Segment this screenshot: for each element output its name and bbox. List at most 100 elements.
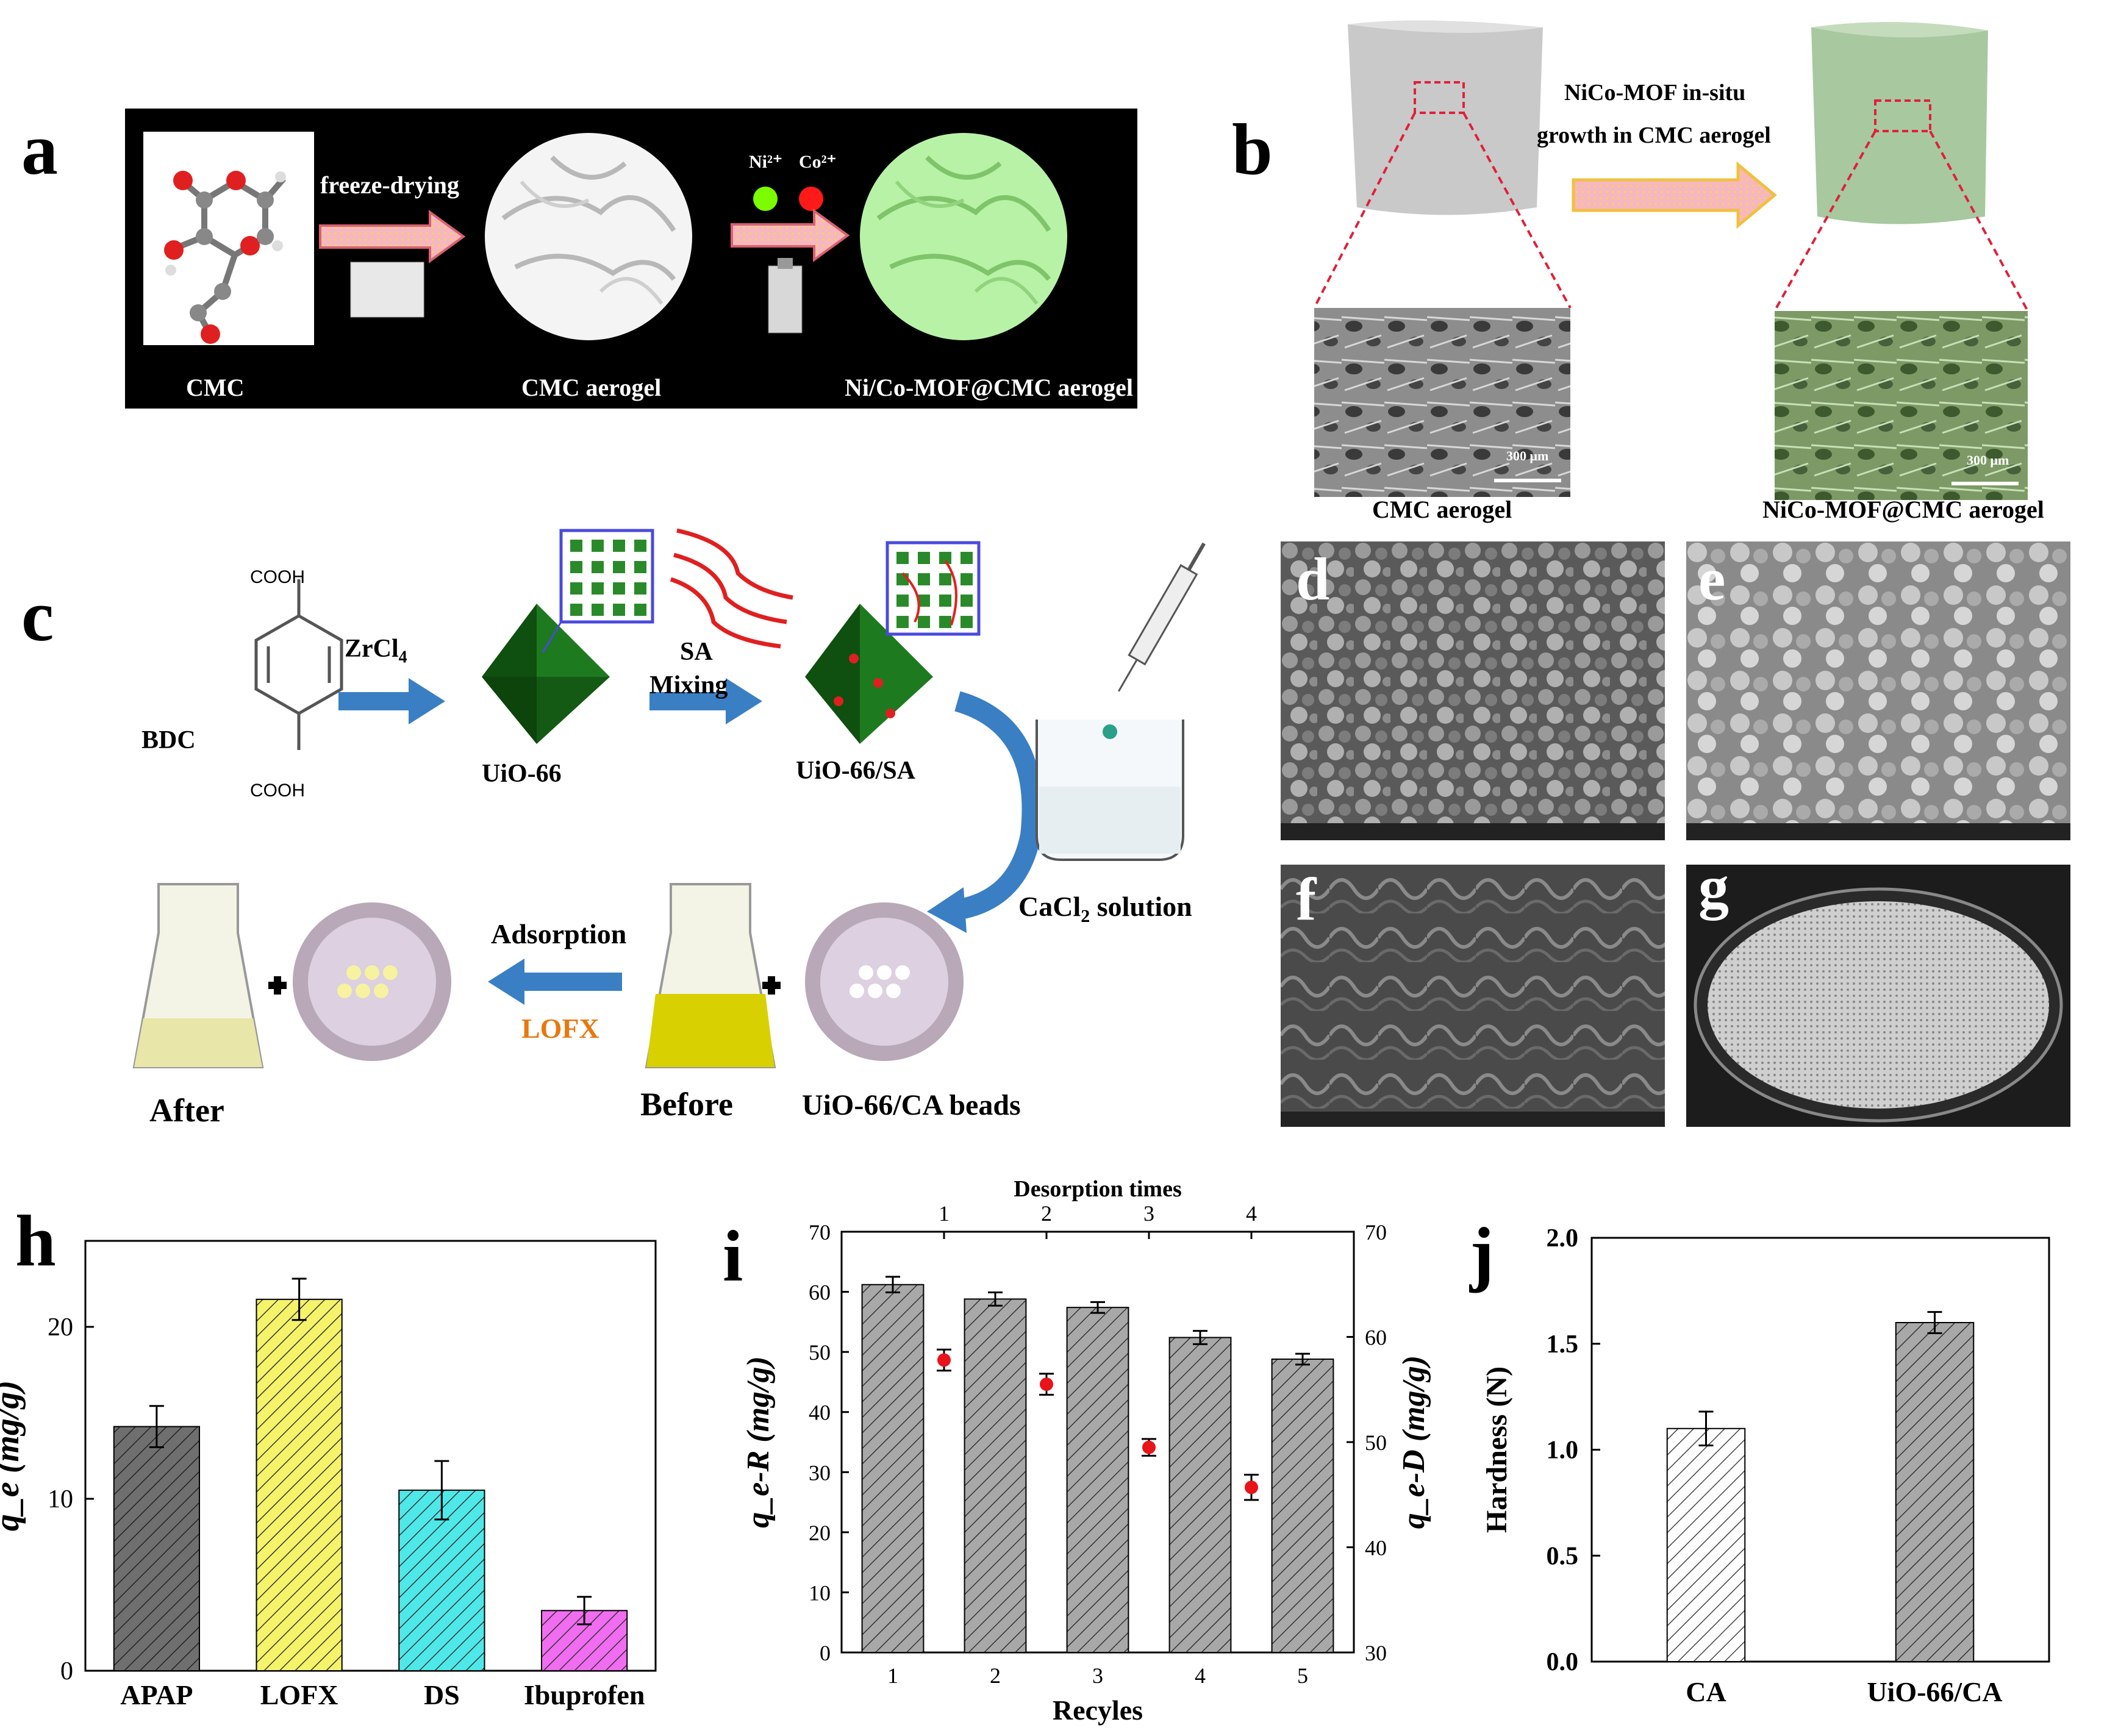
x-tick-label-3: 3 bbox=[1092, 1663, 1103, 1688]
panel-letter-a: a bbox=[21, 109, 58, 190]
bar-recycle-1 bbox=[861, 1284, 925, 1653]
top-tick-label-1: 1 bbox=[939, 1201, 950, 1226]
top-tick-label-4: 4 bbox=[1246, 1201, 1257, 1226]
adsorption-arrow bbox=[488, 959, 622, 1005]
bdc-molecule bbox=[254, 579, 343, 750]
cmc-aerogel-label: CMC aerogel bbox=[521, 374, 662, 401]
sem-image-f bbox=[1281, 865, 1665, 1127]
y-right-tick-label-30: 30 bbox=[1365, 1641, 1387, 1665]
y-tick-label-20: 20 bbox=[48, 1313, 73, 1341]
top-x-axis-label: Desorption times bbox=[1014, 1176, 1181, 1202]
x-tick-label-apap: APAP bbox=[120, 1679, 193, 1710]
cacl2-subscript: 2 bbox=[1081, 906, 1090, 927]
uio66-sa-label: UiO-66/SA bbox=[796, 757, 916, 785]
scale-bar-right: 300 μm bbox=[1967, 452, 2009, 468]
y-tick-label-10: 10 bbox=[48, 1485, 73, 1513]
panel-letter-h: h bbox=[15, 1200, 56, 1281]
desorption-point-2 bbox=[1040, 1377, 1053, 1391]
top-tick-label-2: 2 bbox=[1041, 1201, 1052, 1226]
y-right-tick-label-60: 60 bbox=[1365, 1326, 1387, 1350]
mixing-label: Mixing bbox=[649, 671, 728, 699]
y-tick-label-0.0: 0.0 bbox=[1547, 1648, 1579, 1676]
beads-label: UiO-66/CA beads bbox=[802, 1089, 1021, 1121]
panel-letter-e: e bbox=[1698, 545, 1726, 613]
desorption-point-1 bbox=[937, 1353, 951, 1367]
after-label: After bbox=[149, 1092, 224, 1129]
y-axis-label: Hardness (N) bbox=[1481, 1366, 1513, 1533]
uio66-octahedron bbox=[482, 604, 610, 744]
cacl2-beaker bbox=[1036, 720, 1184, 861]
cmc-label: CMC bbox=[186, 374, 245, 401]
freeze-drying-label: freeze-drying bbox=[320, 171, 460, 199]
x-tick-label-2: 2 bbox=[990, 1663, 1001, 1688]
curved-process-arrow bbox=[954, 691, 1043, 919]
in-situ-growth-arrow bbox=[1572, 161, 1777, 229]
panel-b-graphic bbox=[1313, 20, 2029, 500]
beads-dish bbox=[805, 902, 964, 1061]
desorption-point-4 bbox=[1245, 1481, 1258, 1495]
bar-ca bbox=[1666, 1427, 1746, 1662]
x-tick-label-4: 4 bbox=[1195, 1663, 1206, 1688]
sem-image-e bbox=[1686, 541, 2070, 840]
after-flask bbox=[132, 883, 264, 1068]
after-dish bbox=[293, 902, 451, 1061]
freeze-drying-arrow bbox=[319, 210, 466, 263]
bdc-label: BDC bbox=[141, 726, 196, 754]
x-tick-label-5: 5 bbox=[1297, 1663, 1308, 1688]
y-left-tick-label-20: 20 bbox=[809, 1521, 831, 1545]
before-flask bbox=[645, 883, 776, 1068]
y-left-tick-label-0: 0 bbox=[820, 1641, 831, 1665]
mixing-arrow bbox=[649, 678, 762, 724]
gray-cylinder bbox=[1348, 20, 1543, 215]
panel-a-graphic bbox=[143, 132, 1067, 345]
freeze-dryer-plate bbox=[350, 262, 424, 318]
y-left-axis-label: q_e-R (mg/g) bbox=[741, 1356, 776, 1528]
panel-a-scheme bbox=[125, 109, 1137, 409]
autoclave bbox=[768, 265, 803, 334]
cmc-aerogel-sphere bbox=[485, 133, 692, 340]
ni-ion-dot bbox=[753, 187, 778, 211]
uio66-sa-octahedron bbox=[805, 604, 933, 744]
y-right-tick-label-50: 50 bbox=[1365, 1431, 1387, 1455]
mof-aerogel-sem bbox=[1775, 311, 2028, 500]
growth-arrow-line2: growth in CMC aerogel bbox=[1537, 123, 1771, 148]
uio66-label: UiO-66 bbox=[482, 760, 562, 788]
bar-recycle-3 bbox=[1066, 1307, 1129, 1653]
zrcl4-label: ZrCl4 bbox=[345, 634, 407, 667]
panel-c-graphic bbox=[132, 528, 1206, 1068]
adsorption-label: Adsorption bbox=[491, 918, 627, 949]
cmc-aerogel-sem bbox=[1314, 308, 1570, 497]
zrcl4-text: ZrCl bbox=[345, 635, 399, 663]
y-left-tick-label-10: 10 bbox=[809, 1581, 831, 1605]
scale-bar-left: 300 μm bbox=[1506, 448, 1549, 463]
x-tick-label-ca: CA bbox=[1686, 1676, 1726, 1707]
syringe bbox=[1118, 542, 1206, 692]
co-ion-label: Co²⁺ bbox=[799, 152, 837, 172]
ni-ion-label: Ni²⁺ bbox=[749, 152, 782, 172]
cmc-molecule-box bbox=[143, 132, 314, 345]
y-tick-label-0: 0 bbox=[60, 1657, 73, 1685]
y-left-tick-label-70: 70 bbox=[809, 1220, 831, 1245]
mof-aerogel-caption: NiCo-MOF@CMC aerogel bbox=[1762, 496, 2044, 523]
y-left-tick-label-60: 60 bbox=[809, 1281, 831, 1305]
sa-label: SA bbox=[680, 638, 713, 666]
photo-g-beads-dish bbox=[1686, 865, 2070, 1127]
cacl2-label: CaCl2 solution bbox=[1018, 890, 1192, 927]
x-tick-label-1: 1 bbox=[887, 1663, 898, 1688]
panel-letter-g: g bbox=[1698, 853, 1729, 921]
before-label: Before bbox=[640, 1086, 733, 1123]
x-tick-label-ibuprofen: Ibuprofen bbox=[524, 1679, 645, 1710]
y-right-tick-label-70: 70 bbox=[1365, 1220, 1387, 1245]
bar-apap bbox=[113, 1426, 200, 1671]
y-left-tick-label-30: 30 bbox=[809, 1460, 831, 1485]
green-cylinder bbox=[1811, 22, 1988, 224]
panel-letter-i: i bbox=[723, 1215, 743, 1296]
y-tick-label-0.5: 0.5 bbox=[1547, 1542, 1579, 1570]
panel-letter-b: b bbox=[1232, 109, 1273, 190]
cooh-bottom: COOH bbox=[250, 780, 305, 801]
panel-letter-f: f bbox=[1296, 865, 1317, 933]
cmc-aerogel-caption: CMC aerogel bbox=[1372, 496, 1512, 523]
y-left-tick-label-40: 40 bbox=[809, 1401, 831, 1425]
